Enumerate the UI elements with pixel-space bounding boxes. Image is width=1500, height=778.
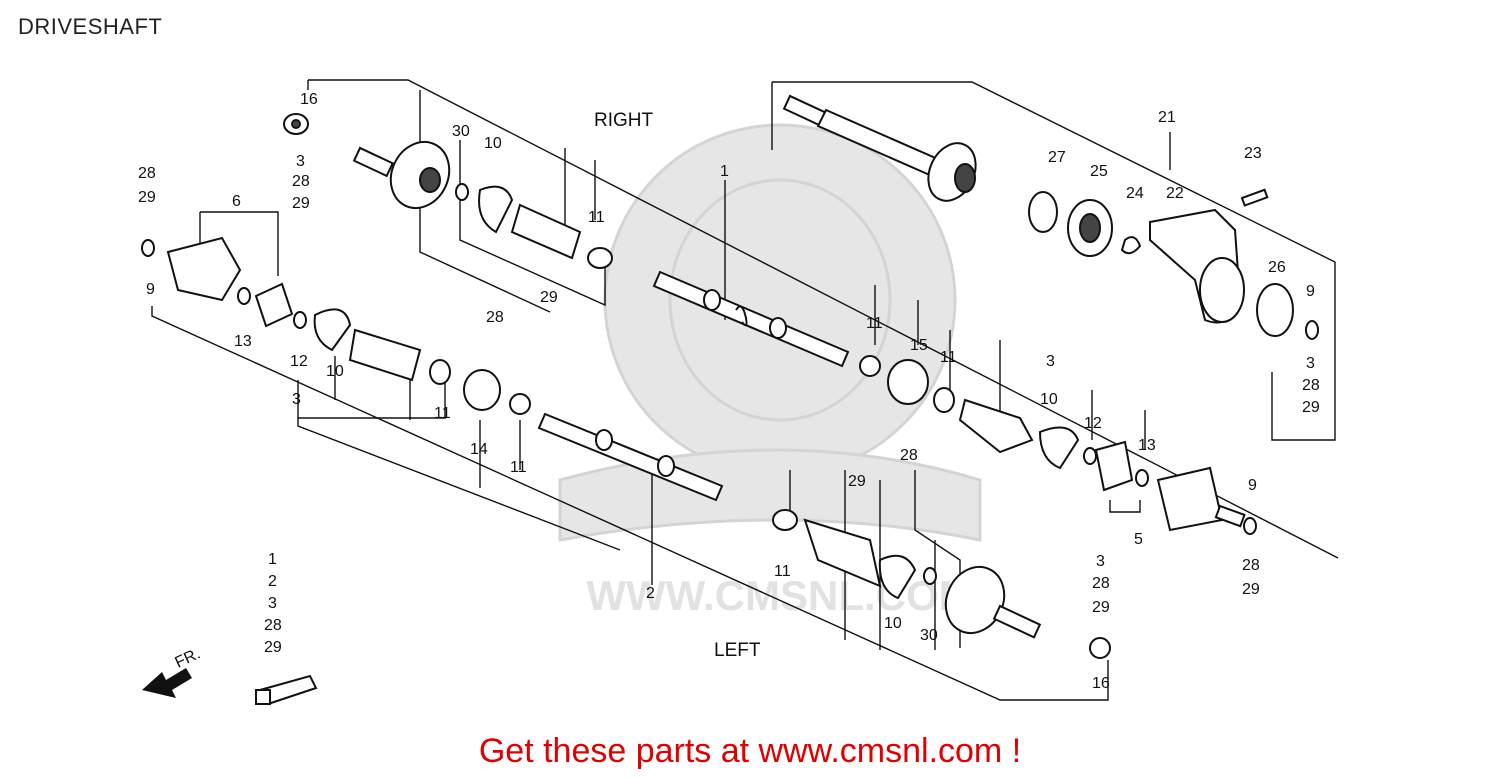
callout: 9 bbox=[1306, 283, 1315, 300]
callout: 11 bbox=[774, 563, 791, 580]
callout: 3 bbox=[268, 595, 277, 612]
left-side-label: LEFT bbox=[714, 640, 761, 661]
callout: 28 bbox=[1302, 377, 1320, 394]
callout: 3 bbox=[1046, 353, 1055, 370]
callout: 10 bbox=[884, 615, 902, 632]
callout: 29 bbox=[138, 189, 156, 206]
callout: 28 bbox=[292, 173, 310, 190]
front-arrow-icon: FR. bbox=[142, 645, 203, 698]
callout: 3 bbox=[292, 391, 301, 408]
callout: 3 bbox=[1096, 553, 1105, 570]
callout: 28 bbox=[264, 617, 282, 634]
callout: 11 bbox=[588, 209, 605, 226]
callout: 29 bbox=[1242, 581, 1260, 598]
footer-promo-text[interactable]: Get these parts at www.cmsnl.com ! bbox=[478, 732, 1022, 770]
callout: 29 bbox=[292, 195, 310, 212]
grease-tube bbox=[255, 674, 318, 706]
callout: 30 bbox=[920, 627, 938, 644]
callout: 11 bbox=[434, 405, 451, 422]
callout: 28 bbox=[900, 447, 918, 464]
callout: 1 bbox=[720, 163, 729, 180]
callout: 9 bbox=[146, 281, 155, 298]
callout: 29 bbox=[1092, 599, 1110, 616]
callout: 1 bbox=[268, 551, 277, 568]
callout: 29 bbox=[264, 639, 282, 656]
callout: 24 bbox=[1126, 185, 1144, 202]
callout: 11 bbox=[866, 315, 883, 332]
callout: 13 bbox=[234, 333, 252, 350]
callout: 28 bbox=[1092, 575, 1110, 592]
callout: 28 bbox=[486, 309, 504, 326]
left-driveshaft-bar bbox=[537, 412, 724, 502]
callout: 23 bbox=[1244, 145, 1262, 162]
callout: 27 bbox=[1048, 149, 1066, 166]
diagram-title: DRIVESHAFT bbox=[18, 14, 163, 39]
callout: 30 bbox=[452, 123, 470, 140]
callout: 9 bbox=[1248, 477, 1257, 494]
callout: 12 bbox=[290, 353, 308, 370]
callout: 12 bbox=[1084, 415, 1102, 432]
callout: 6 bbox=[232, 193, 241, 210]
callout: 11 bbox=[940, 349, 957, 366]
right-side-label: RIGHT bbox=[594, 110, 654, 131]
callout: 5 bbox=[1134, 531, 1143, 548]
callout: 21 bbox=[1158, 109, 1176, 126]
callout: 13 bbox=[1138, 437, 1156, 454]
callout: 26 bbox=[1268, 259, 1286, 276]
callout: 29 bbox=[540, 289, 558, 306]
right-inner-joint bbox=[859, 355, 1257, 535]
callout: 10 bbox=[484, 135, 502, 152]
callout: 25 bbox=[1090, 163, 1108, 180]
callout: 15 bbox=[910, 337, 928, 354]
leader-lines bbox=[151, 79, 1339, 701]
callout: 29 bbox=[848, 473, 866, 490]
callout: 22 bbox=[1166, 185, 1184, 202]
bearing-assembly bbox=[1028, 188, 1319, 340]
left-outer-cv-joint bbox=[772, 509, 1111, 659]
callout: 28 bbox=[138, 165, 156, 182]
callout: 16 bbox=[300, 91, 318, 108]
callout: 10 bbox=[1040, 391, 1058, 408]
callout: 16 bbox=[1092, 675, 1110, 692]
callout: 14 bbox=[470, 441, 488, 458]
intermediate-shaft bbox=[782, 94, 977, 202]
callout: 10 bbox=[326, 363, 344, 380]
callout: 2 bbox=[646, 585, 655, 602]
right-driveshaft-bar bbox=[652, 270, 850, 368]
callout: 11 bbox=[510, 459, 527, 476]
left-inner-joint bbox=[141, 236, 531, 415]
callout: 2 bbox=[268, 573, 277, 590]
callout: 28 bbox=[1242, 557, 1260, 574]
front-label: FR. bbox=[173, 645, 204, 671]
right-outer-cv-joint bbox=[352, 140, 613, 269]
callout: 3 bbox=[1306, 355, 1315, 372]
callout-labels: 16 3 28 29 30 10 11 29 28 1 21 27 25 24 … bbox=[138, 91, 1320, 692]
callout: 3 bbox=[296, 153, 305, 170]
lock-nut-top bbox=[283, 113, 309, 135]
callout: 29 bbox=[1302, 399, 1320, 416]
